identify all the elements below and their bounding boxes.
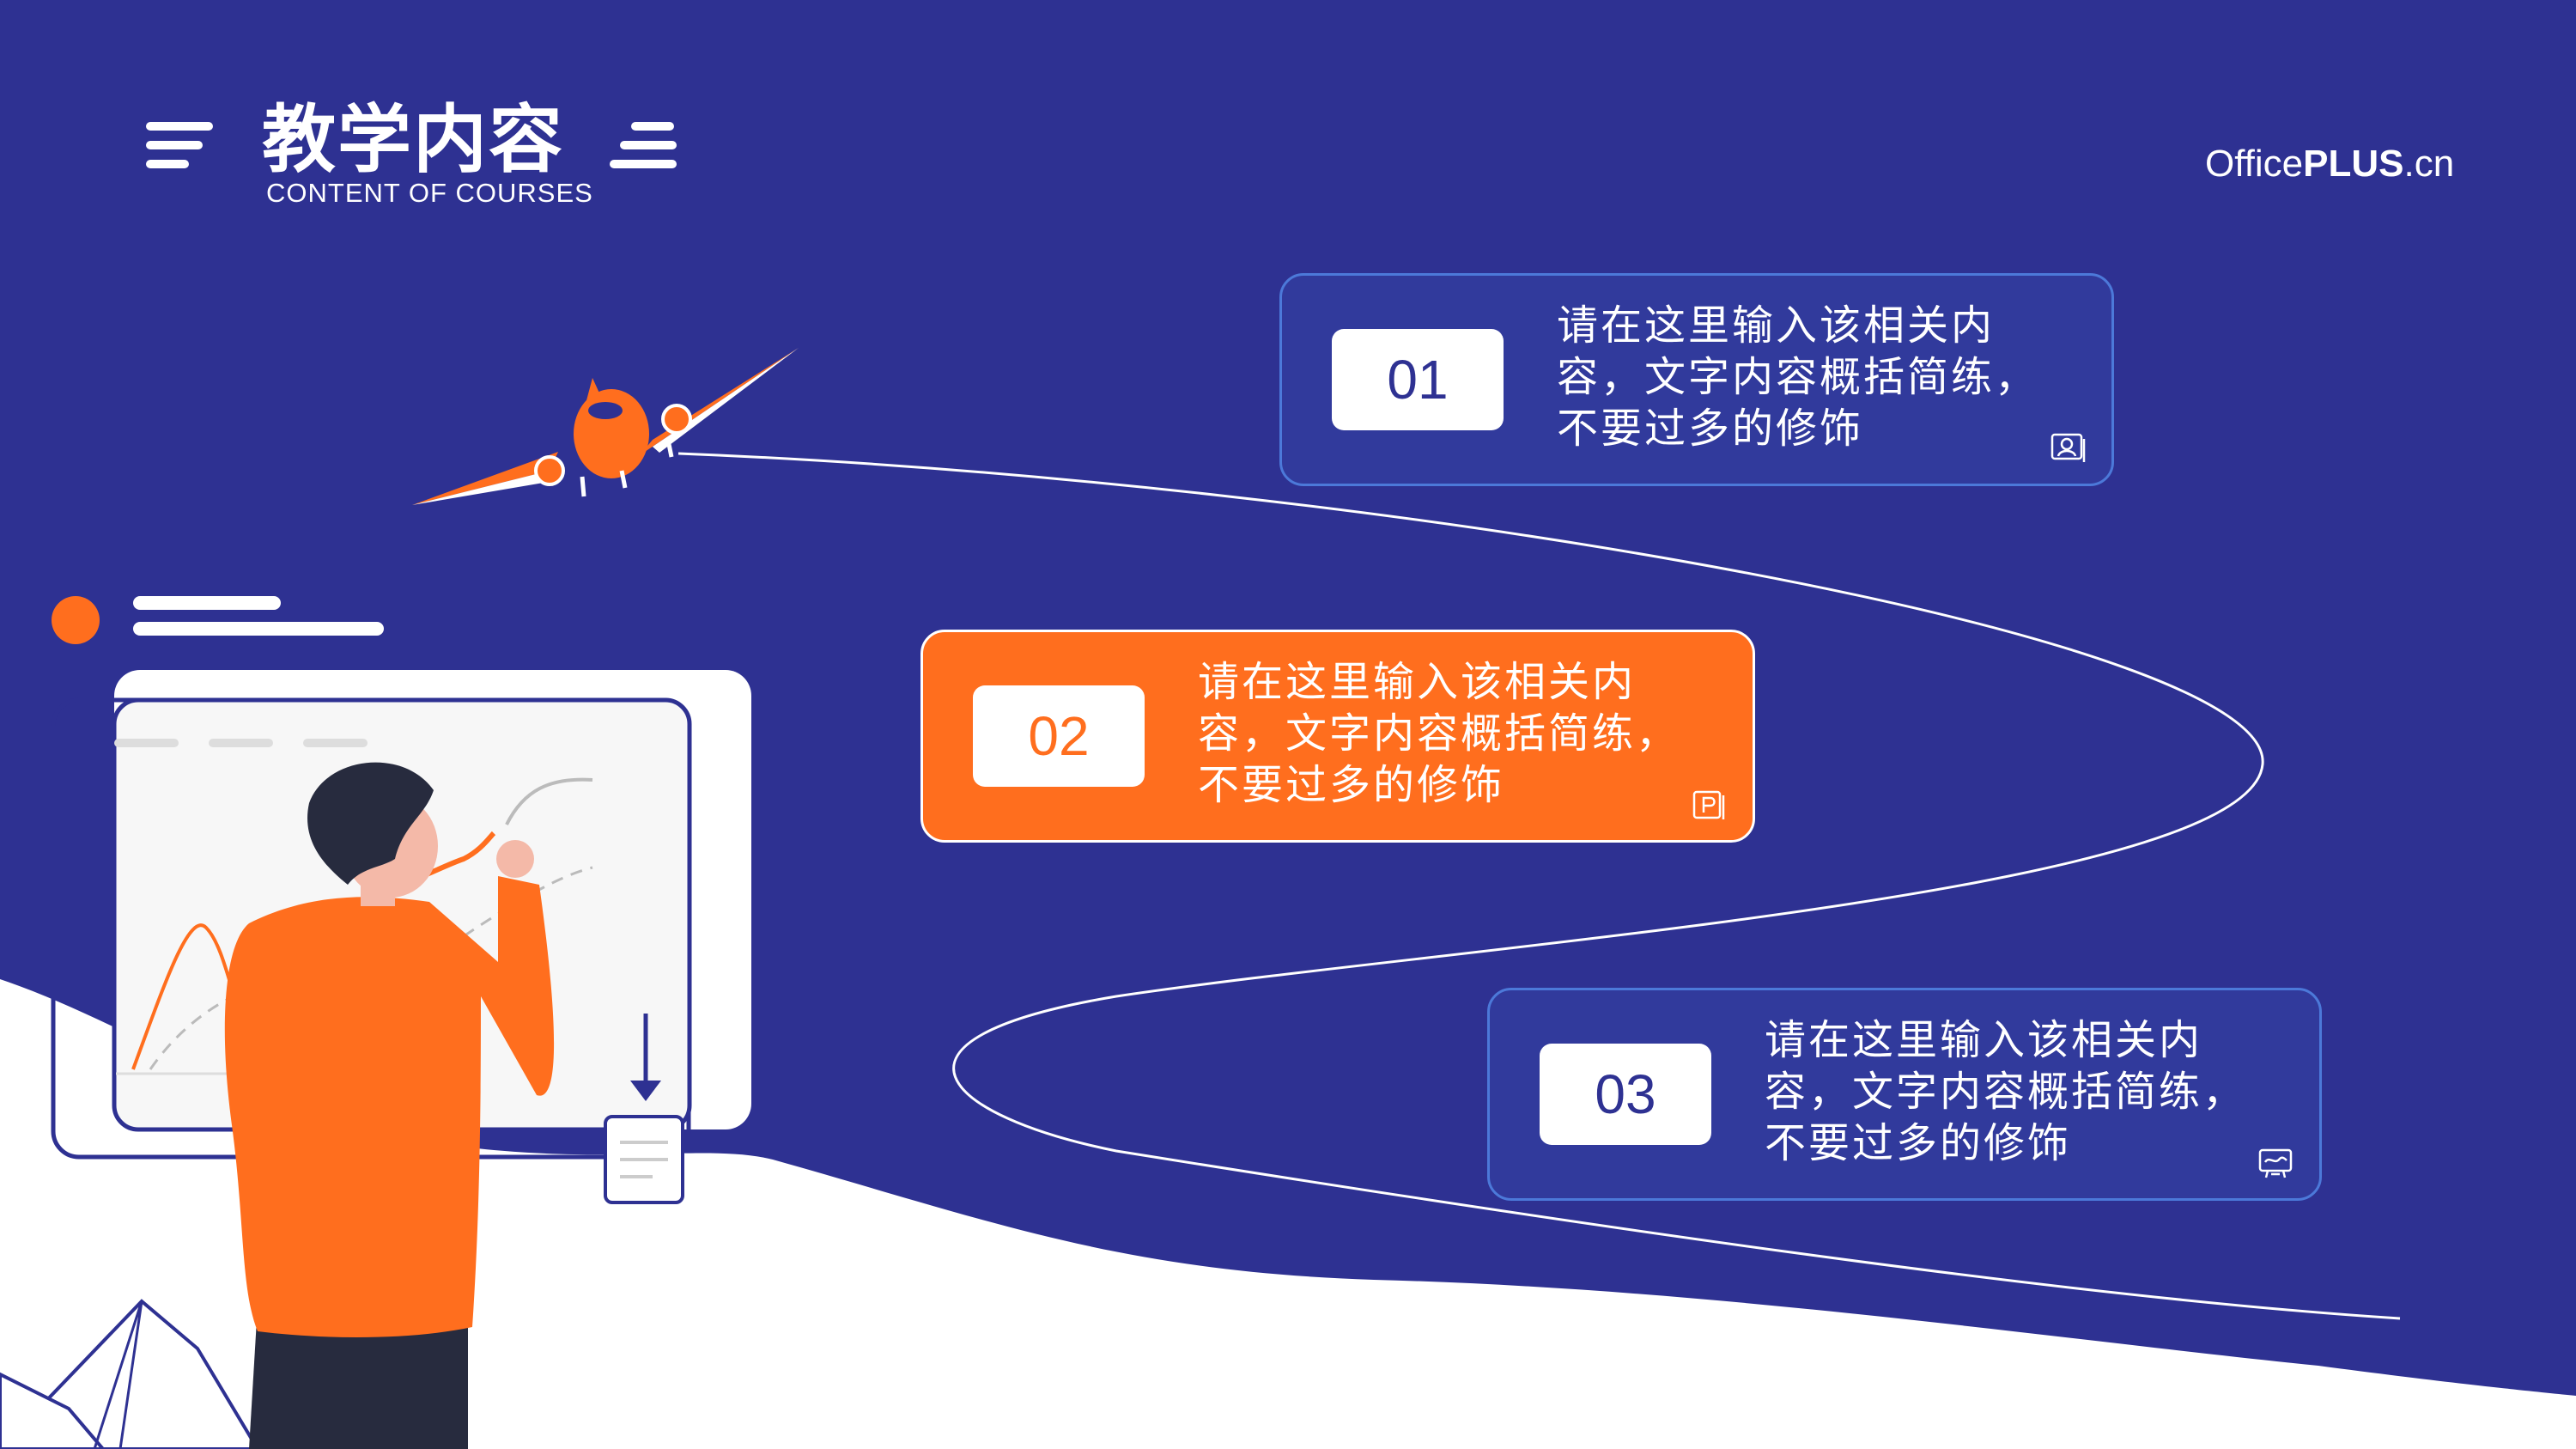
card-text: 请在这里输入该相关内容，文字内容概括简练，不要过多的修饰 xyxy=(1765,1016,2247,1167)
decor-line xyxy=(133,622,384,636)
header-left-lines xyxy=(146,122,213,168)
page-subtitle: CONTENT OF COURSES xyxy=(266,178,593,208)
presentation-icon xyxy=(1692,790,1725,819)
page-title: 教学内容 xyxy=(262,97,564,183)
card-number: 01 xyxy=(1332,329,1504,430)
brand-regular: Office xyxy=(2205,143,2304,185)
card-text: 请在这里输入该相关内容，文字内容概括简练，不要过多的修饰 xyxy=(1557,301,2039,453)
mountains-illustration xyxy=(0,1299,260,1449)
brand-logo: OfficePLUS.cn xyxy=(2205,143,2454,186)
decor-dot xyxy=(52,596,100,644)
content-card-01: 01 请在这里输入该相关内容，文字内容概括简练，不要过多的修饰 xyxy=(1279,273,2114,486)
airplane-illustration xyxy=(412,348,799,505)
brand-bold: PLUS xyxy=(2303,143,2404,185)
header: 教学内容 CONTENT OF COURSES xyxy=(137,79,704,216)
white-wave xyxy=(0,979,2576,1449)
card-text: 请在这里输入该相关内容，文字内容概括简练，不要过多的修饰 xyxy=(1198,658,1680,809)
card-number: 03 xyxy=(1540,1044,1711,1145)
content-card-03: 03 请在这里输入该相关内容，文字内容概括简练，不要过多的修饰 xyxy=(1487,988,2322,1201)
flight-path xyxy=(677,452,2401,1320)
badge-icon xyxy=(2050,433,2086,462)
brand-suffix: .cn xyxy=(2403,143,2455,185)
header-right-lines xyxy=(610,122,677,168)
content-card-02: 02 请在这里输入该相关内容，文字内容概括简练，不要过多的修饰 xyxy=(920,630,1755,843)
decor-line xyxy=(133,596,281,610)
certificate-icon xyxy=(2258,1148,2293,1178)
card-number: 02 xyxy=(973,685,1145,787)
person-illustration xyxy=(224,762,555,1449)
